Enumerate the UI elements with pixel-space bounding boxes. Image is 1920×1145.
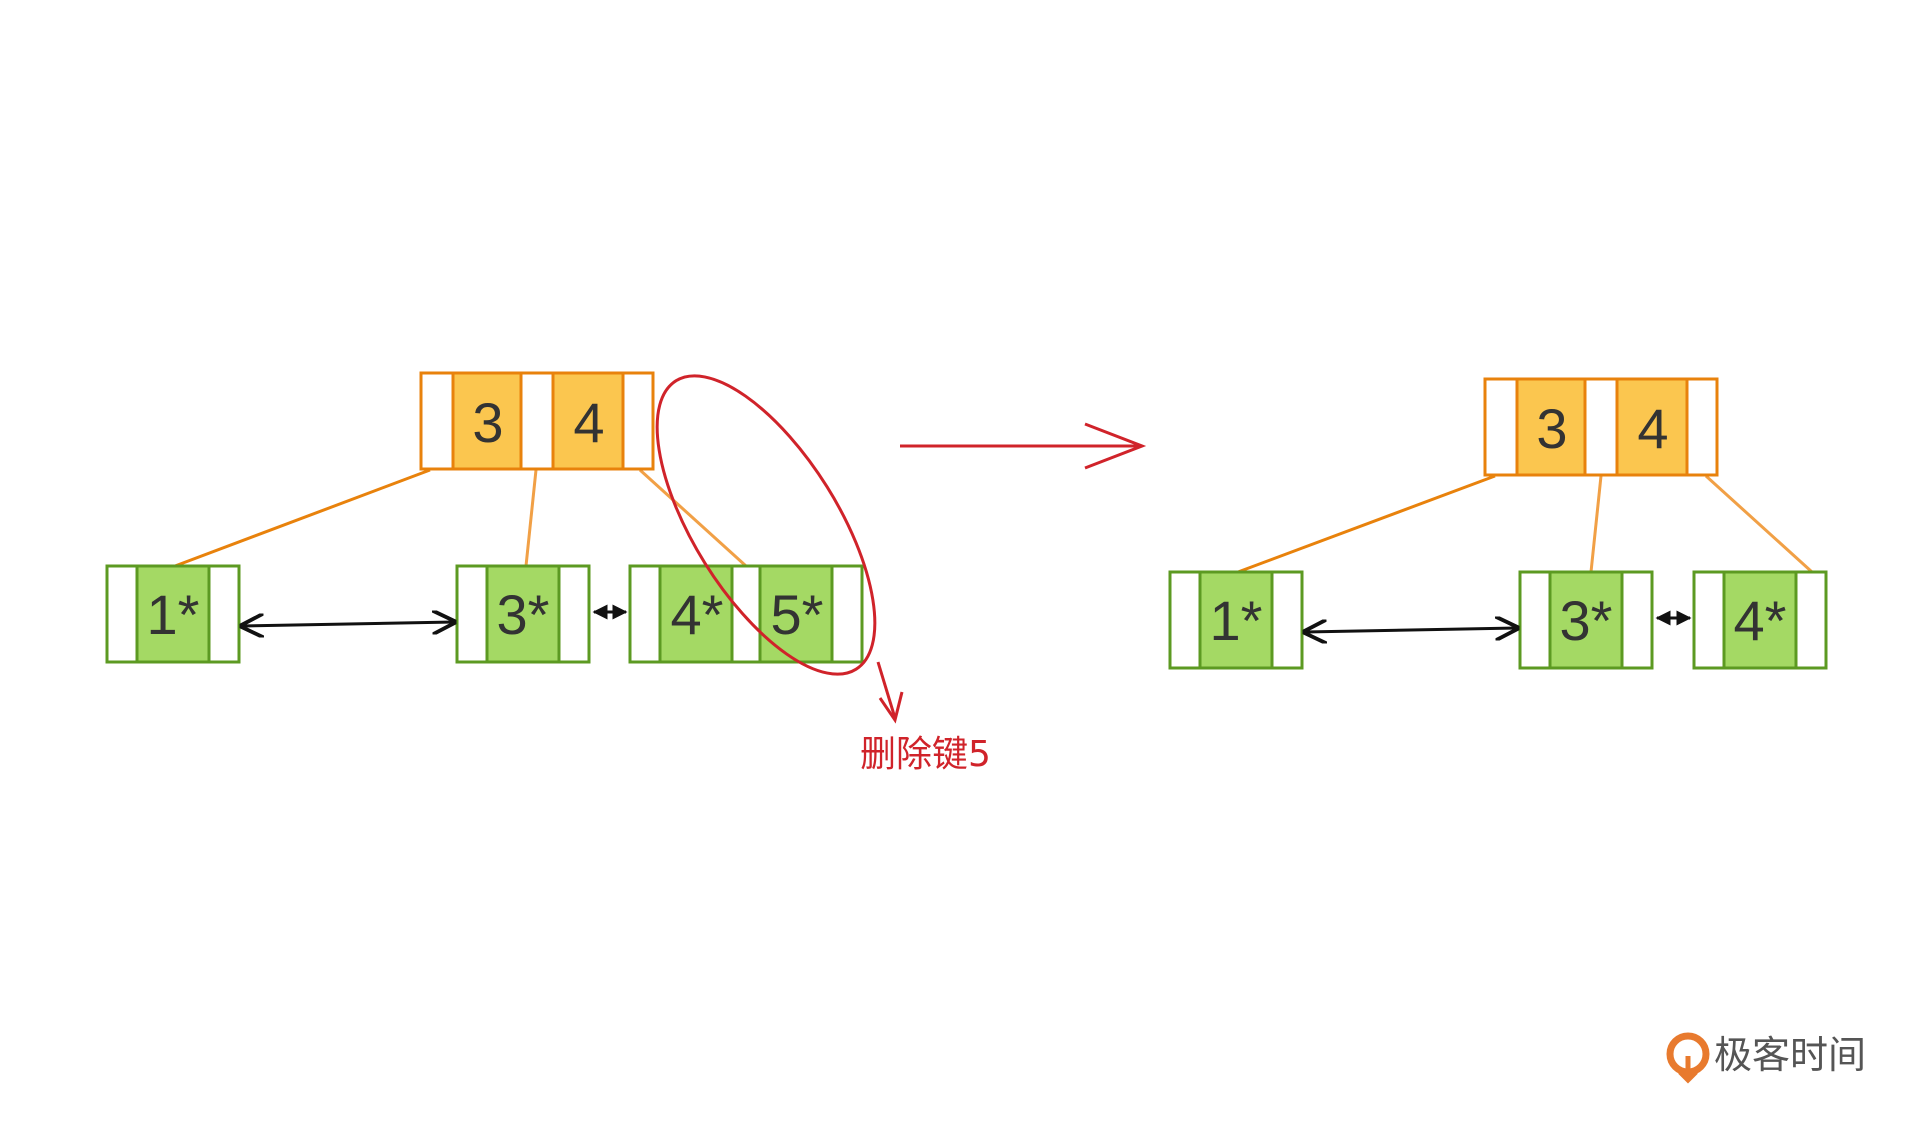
before-leaf-key-3: 4* xyxy=(671,583,724,646)
before-edge-to-leaf-2 xyxy=(524,469,538,567)
before-leaf-key-4: 5* xyxy=(771,583,824,646)
after-leaf-link-1-2 xyxy=(1305,628,1517,632)
after-leaf-key-3: 4* xyxy=(1734,589,1787,652)
before-edge-to-leaf-1 xyxy=(174,468,431,568)
after-tree: 3 4 1* 3* 4* xyxy=(1168,377,1828,670)
before-leaf-link-1-2 xyxy=(242,622,454,626)
before-leaf-key-2: 3* xyxy=(497,583,550,646)
delete-pointer-head xyxy=(878,691,904,724)
delete-highlight-ellipse xyxy=(655,374,877,676)
delete-annotation: 删除键5 xyxy=(655,374,991,775)
logo-text: 极客时间 xyxy=(1714,1033,1866,1077)
after-leaf-key-2: 3* xyxy=(1560,589,1613,652)
before-edge-to-leaf-3 xyxy=(638,468,748,568)
after-leaf-1: 1* xyxy=(1168,570,1304,670)
after-internal-key-1: 3 xyxy=(1536,397,1567,460)
before-leaf-3: 4* 5* xyxy=(628,564,864,664)
after-leaf-3: 4* xyxy=(1692,570,1828,670)
after-edge-to-leaf-1 xyxy=(1237,474,1496,574)
after-edge-to-leaf-3 xyxy=(1704,474,1814,574)
geektime-logo: 极客时间 xyxy=(1666,1032,1866,1084)
delete-key-label: 删除键5 xyxy=(860,734,991,775)
before-internal-key-2: 4 xyxy=(573,391,604,454)
before-internal-node: 3 4 xyxy=(419,371,655,471)
before-tree: 3 4 1* 3* 4* 5* xyxy=(105,371,864,664)
after-internal-node: 3 4 xyxy=(1483,377,1719,477)
after-leaf-2: 3* xyxy=(1518,570,1654,670)
after-edge-to-leaf-2 xyxy=(1589,475,1603,573)
delete-pointer-arrow xyxy=(876,661,897,719)
after-leaf-key-1: 1* xyxy=(1210,589,1263,652)
before-internal-key-1: 3 xyxy=(472,391,503,454)
transition-arrow xyxy=(900,422,1147,470)
before-leaf-1: 1* xyxy=(105,564,241,664)
geektime-logo-icon xyxy=(1666,1032,1710,1084)
before-leaf-key-1: 1* xyxy=(147,583,200,646)
after-internal-key-2: 4 xyxy=(1637,397,1668,460)
before-leaf-2: 3* xyxy=(455,564,591,664)
